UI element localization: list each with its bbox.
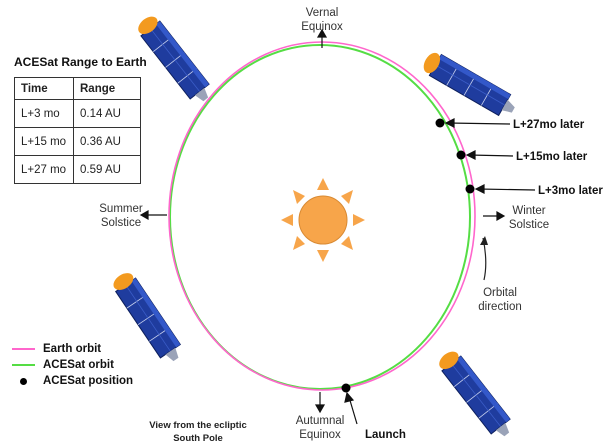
satellite-icon: [434, 346, 517, 443]
earth-orbit-swatch: [12, 348, 35, 350]
sun-icon: [281, 178, 365, 262]
orbital-direction-label-2: direction: [478, 301, 521, 313]
acesat-position-dot: [465, 184, 475, 194]
winter-solstice-label-1: Winter: [512, 205, 545, 217]
l15-label: L+15mo later: [516, 151, 588, 163]
acesat-position-dot: [435, 118, 445, 128]
table-row: L+27 mo 0.59 AU: [14, 155, 141, 184]
table-cell: L+27 mo: [14, 155, 74, 184]
l27-label: L+27mo later: [513, 119, 585, 131]
table-header-time: Time: [14, 77, 74, 100]
summer-solstice-label-2: Solstice: [101, 217, 141, 229]
view-label-1: View from the ecliptic: [149, 420, 247, 431]
table-cell: 0.36 AU: [73, 127, 141, 156]
table-cell: 0.14 AU: [73, 99, 141, 128]
launch-label: Launch: [365, 429, 406, 441]
winter-solstice-label-2: Solstice: [509, 219, 549, 231]
l3-label: L+3mo later: [538, 185, 603, 197]
table-cell: 0.59 AU: [73, 155, 141, 184]
table-header-row: Time Range: [14, 77, 141, 100]
table-row: L+15 mo 0.36 AU: [14, 127, 141, 156]
table-row: L+3 mo 0.14 AU: [14, 99, 141, 128]
view-label-2: South Pole: [173, 433, 223, 443]
legend-item-acesat-position: ACESat position: [12, 373, 133, 389]
summer-solstice-label-1: Summer: [99, 203, 143, 215]
acesat-position-dot: [456, 150, 466, 160]
acesat-orbit-swatch: [12, 364, 35, 366]
vernal-equinox-label-1: Vernal: [306, 7, 339, 19]
satellite-icon: [419, 48, 520, 121]
table-title: ACESat Range to Earth: [14, 55, 147, 69]
legend-label: Earth orbit: [43, 343, 102, 355]
position-arrows: [139, 28, 536, 425]
table-header-range: Range: [73, 77, 141, 100]
legend-label: ACESat orbit: [43, 359, 114, 371]
vernal-equinox-label-2: Equinox: [301, 21, 343, 33]
legend-item-earth-orbit: Earth orbit: [12, 341, 133, 357]
acesat-position-swatch: [12, 377, 35, 385]
table-cell: L+3 mo: [14, 99, 74, 128]
table-cell: L+15 mo: [14, 127, 74, 156]
acesat-orbit: [169, 44, 471, 390]
orbital-direction-label-1: Orbital: [483, 287, 517, 299]
acesat-position-dot: [341, 383, 351, 393]
legend-label: ACESat position: [43, 375, 134, 387]
range-table: Time Range L+3 mo 0.14 AU L+15 mo 0.36 A…: [14, 77, 141, 184]
autumnal-equinox-label-2: Equinox: [299, 429, 341, 441]
autumnal-equinox-label-1: Autumnal: [296, 415, 345, 427]
legend-item-acesat-orbit: ACESat orbit: [12, 357, 133, 373]
legend: Earth orbit ACESat orbit ACESat position: [12, 341, 133, 389]
